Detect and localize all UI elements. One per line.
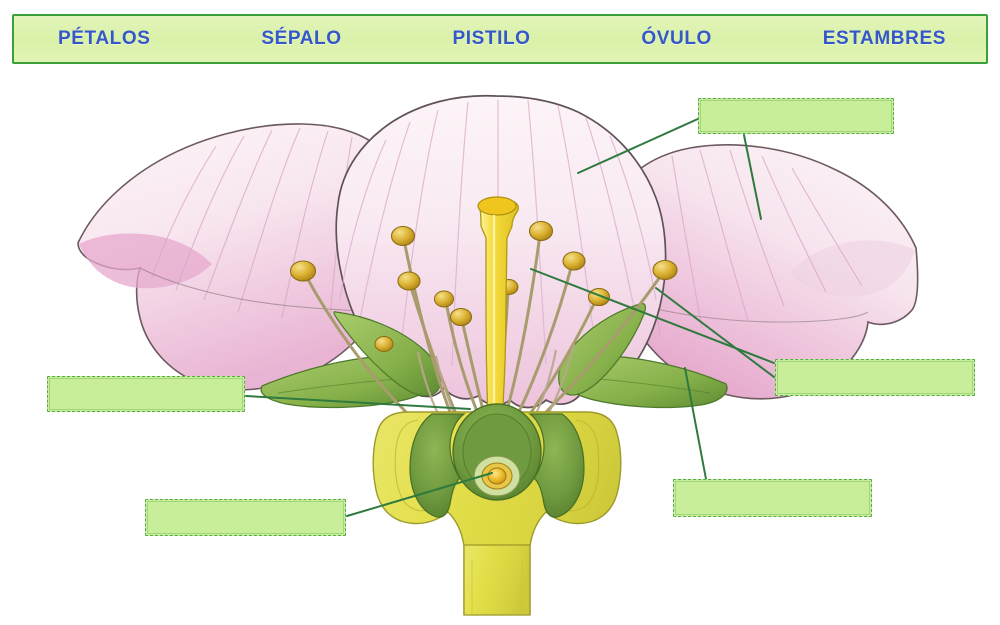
answer-box-petal-top-right[interactable] bbox=[698, 98, 894, 134]
pistil bbox=[477, 196, 519, 421]
leader-line-sepal-right bbox=[684, 367, 707, 480]
word-bank: PÉTALOS SÉPALO PISTILO ÓVULO ESTAMBRES bbox=[12, 14, 988, 64]
answer-box-stamens-right[interactable] bbox=[775, 359, 975, 396]
answer-box-top-right-text bbox=[699, 99, 893, 133]
stigma bbox=[477, 196, 517, 216]
answer-box-sepal-bottom-right[interactable] bbox=[673, 479, 872, 517]
ovule bbox=[473, 455, 521, 497]
leader-line-stamen-lower bbox=[655, 287, 775, 378]
sepal-left-inner bbox=[333, 311, 442, 397]
word-bank-item-ovulo[interactable]: ÓVULO bbox=[641, 28, 712, 49]
word-bank-item-sepalo[interactable]: SÉPALO bbox=[261, 28, 342, 49]
leader-lines bbox=[245, 117, 775, 517]
word-bank-item-petalos[interactable]: PÉTALOS bbox=[58, 28, 151, 49]
answer-box-sepal-left[interactable] bbox=[47, 376, 245, 412]
leader-line-ovule bbox=[346, 472, 493, 517]
answer-box-left-text bbox=[48, 377, 244, 411]
word-bank-list: PÉTALOS SÉPALO PISTILO ÓVULO ESTAMBRES bbox=[14, 28, 986, 50]
leader-line-petal-right bbox=[743, 134, 762, 220]
word-bank-item-estambres[interactable]: ESTAMBRES bbox=[822, 28, 946, 49]
anthers bbox=[289, 220, 678, 352]
answer-box-right-mid-text bbox=[776, 360, 974, 395]
leader-line-sepal-left bbox=[245, 395, 471, 410]
word-bank-item-pistilo[interactable]: PISTILO bbox=[452, 28, 531, 49]
answer-box-ovule-bottom-left[interactable] bbox=[145, 499, 346, 536]
answer-box-bottom-right-text bbox=[674, 480, 871, 516]
answer-box-bottom-left-text bbox=[146, 500, 345, 535]
peduncle bbox=[463, 544, 531, 616]
leader-line-petal-center bbox=[577, 117, 701, 174]
